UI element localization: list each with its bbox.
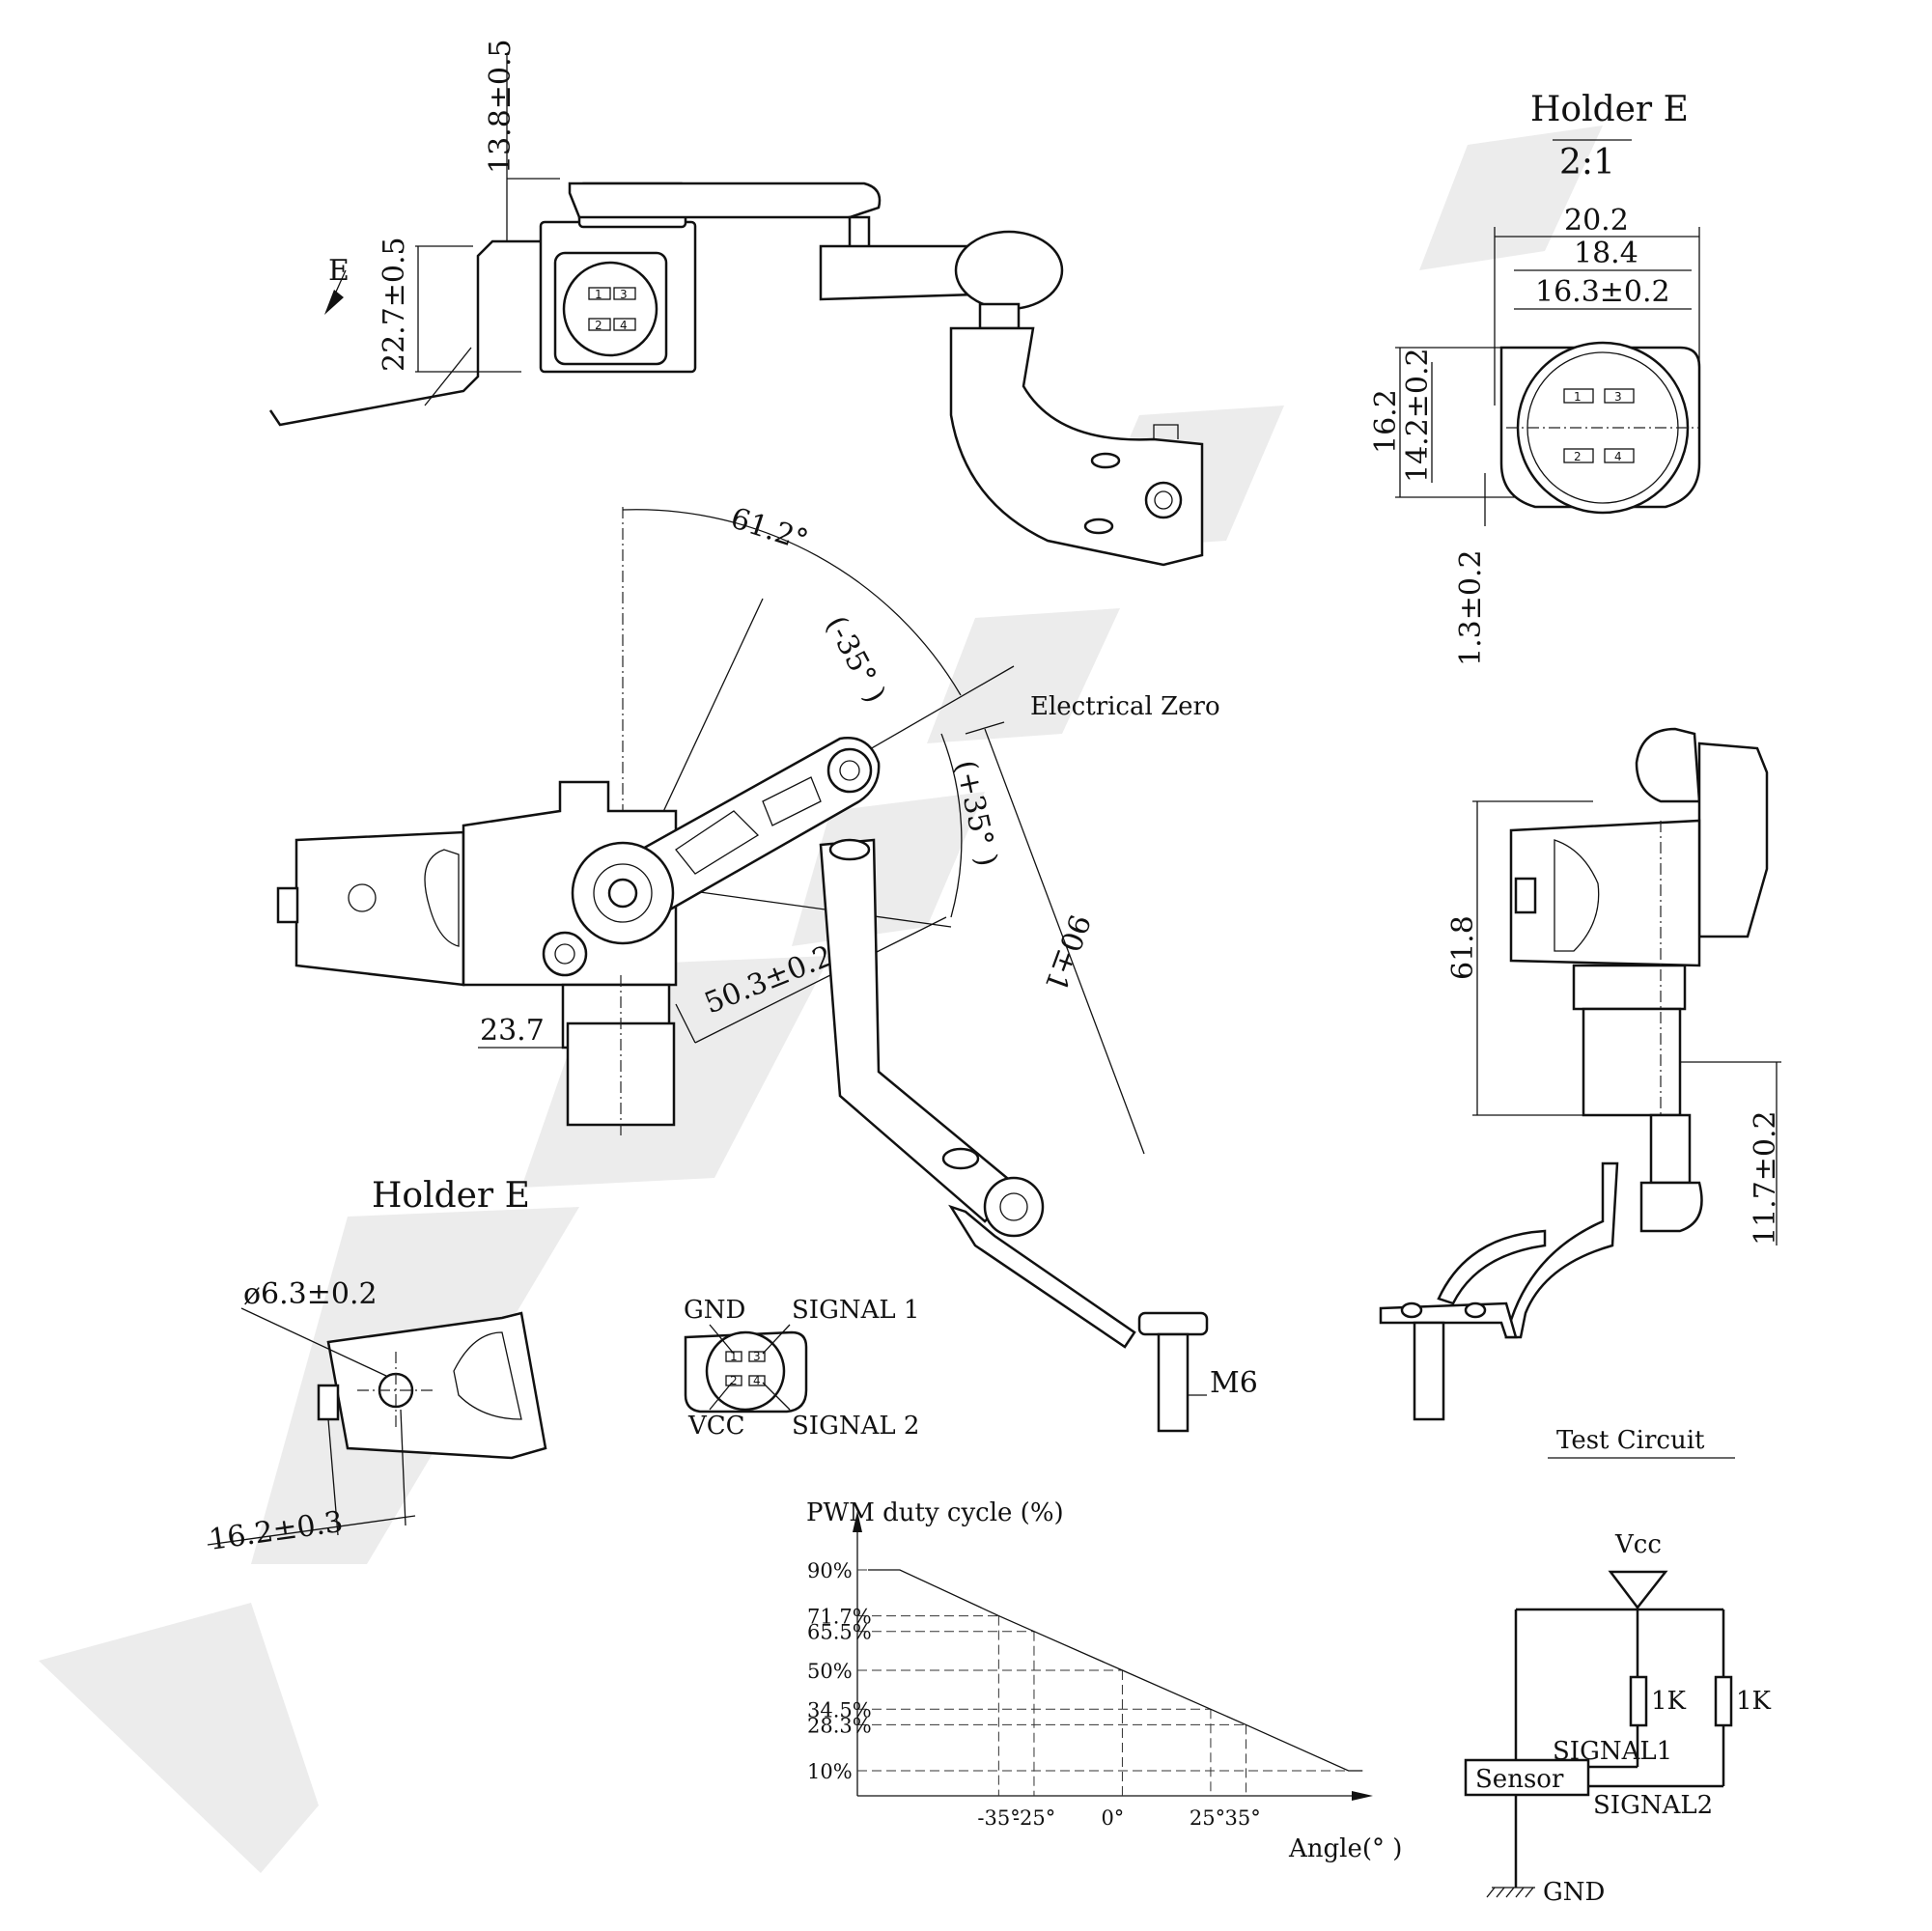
angle-total-label: 61.2° [727,501,813,558]
circuit-vcc-label: Vcc [1614,1530,1662,1559]
pwm-chart: PWM duty cycle (%) 90% 71.7%65.5% 50% 34.5%… [806,1498,1402,1863]
test-circuit-title: Test Circuit [1556,1426,1705,1455]
pinout-signal2-label: SIGNAL 2 [792,1412,919,1441]
x-tick-label: -35° [977,1806,1020,1830]
x-tick-label: -25° [1013,1806,1055,1830]
angle-neg-label: (-35° ) [819,610,892,708]
holder-pin-1: 1 [1574,390,1582,404]
y-tick-label: 65.5% [807,1621,872,1644]
dim-holder-gap: 1.3±0.2 [1454,549,1488,666]
holder-detail-title: Holder E [1530,90,1689,129]
front-view: 61.2° (-35° ) Electrical Zero (+35° ) 90… [276,501,1258,1433]
pinout-signal1-label: SIGNAL 1 [792,1296,919,1325]
circuit-sensor-label: Sensor [1475,1765,1564,1794]
dim-top-offset: 22.7±0.5 [378,237,411,372]
dim-holder-height-inner: 14.2±0.2 [1401,348,1435,483]
x-tick-label: 25° [1190,1806,1225,1830]
y-tick-label: 50% [807,1660,853,1683]
holder-pin-4: 4 [1614,450,1622,463]
pinout-gnd-label: GND [684,1296,745,1325]
pinout-pin-4: 4 [753,1374,761,1387]
test-circuit: Test Circuit Vcc 1K 1K SIGNAL1 Sensor SI… [1464,1426,1772,1907]
dim-link-length: 90±1 [1037,910,1096,995]
chart-x-axis-label: Angle(° ) [1288,1834,1402,1863]
resistor-1 [1629,1675,1648,1727]
pinout-pin-2: 2 [730,1374,738,1387]
top-view: 13.8±0.5 22.7±0.5 E 1 3 2 4 [268,39,1204,567]
top-pin-2: 2 [595,319,602,332]
holder-detail: Holder E 2:1 20.2 18.4 16.3±0.2 16.2 14.… [1369,90,1701,666]
dim-front-width: 23.7 [480,1014,545,1048]
dim-hole-diameter: ø6.3±0.2 [243,1277,378,1311]
holder-pin-2: 2 [1574,450,1582,463]
resistor-2-value: 1K [1736,1687,1772,1716]
y-axis-arrow-icon [853,1511,862,1532]
circuit-gnd-label: GND [1543,1878,1605,1907]
resistor-1-value: 1K [1651,1687,1687,1716]
chart-axes [853,1511,1373,1801]
x-tick-label: 35° [1225,1806,1261,1830]
pwm-line [867,1569,1363,1772]
y-tick-label: 10% [807,1760,853,1783]
dim-side-height: 61.8 [1446,915,1480,980]
y-tick-label: 90% [807,1559,853,1582]
view-arrow-label: E [328,254,350,288]
chart-series [867,1569,1363,1772]
holder-bottom: Holder E ø6.3±0.2 16.2±0.3 [207,1176,547,1557]
y-tick-label: 28.3% [807,1714,872,1737]
resistor-2 [1714,1675,1733,1727]
x-axis-arrow-icon [1352,1791,1373,1801]
chart-title: PWM duty cycle (%) [806,1498,1064,1527]
pinout-pin-1: 1 [730,1350,738,1363]
pinout-pin-3: 3 [753,1350,761,1363]
dim-side-offset: 11.7±0.2 [1749,1110,1782,1245]
chart-x-ticks: -35°-25° 0° 25°35° [977,1806,1260,1830]
holder-pin-3: 3 [1614,390,1622,404]
dim-holder-width-mid: 18.4 [1574,237,1638,270]
holder-bottom-title: Holder E [372,1176,530,1216]
dim-holder-width-inner: 16.3±0.2 [1535,275,1670,309]
top-pin-3: 3 [620,288,628,301]
chart-y-ticks: 90% 71.7%65.5% 50% 34.5%28.3% 10% [807,1559,872,1783]
dim-top-height: 13.8±0.5 [484,39,518,174]
dim-holder-height-outer: 16.2 [1369,389,1403,454]
y-tick-label: 71.7% [807,1606,872,1629]
chart-grid [857,1569,1349,1796]
x-tick-label: 0° [1101,1806,1124,1830]
top-pin-1: 1 [595,288,602,301]
sensor-box [1464,1758,1590,1797]
pinout-vcc-label: VCC [687,1412,745,1441]
side-view: 61.8 11.7±0.2 [1379,727,1782,1421]
ground-icon [1486,1887,1534,1898]
holder-detail-scale: 2:1 [1559,143,1615,182]
circuit-signal2-label: SIGNAL2 [1593,1791,1713,1820]
thread-label: M6 [1210,1366,1258,1400]
connector-pinout: 1 3 2 4 GND SIGNAL 1 VCC SIGNAL 2 [684,1296,919,1441]
electrical-zero-label: Electrical Zero [1030,692,1220,721]
y-tick-label: 34.5% [807,1698,872,1721]
top-pin-4: 4 [620,319,628,332]
dim-holder-width-outer: 20.2 [1564,204,1629,238]
